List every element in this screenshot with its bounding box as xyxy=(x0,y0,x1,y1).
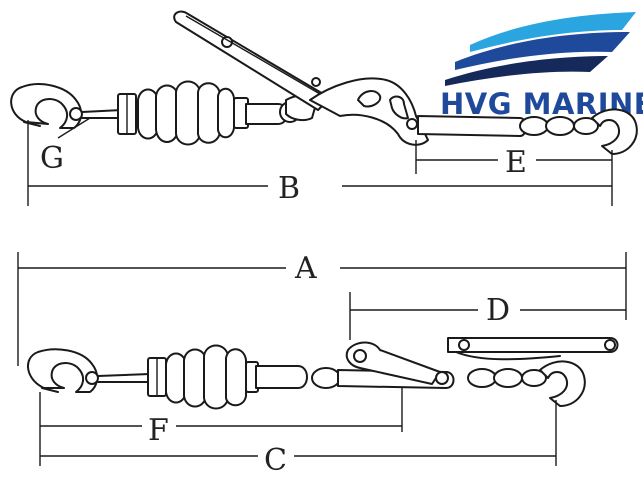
label-F: F xyxy=(148,413,169,448)
label-A: A xyxy=(294,251,317,286)
bottom-left-hook xyxy=(27,348,99,393)
top-binder-body xyxy=(309,77,429,146)
dimension-F: F xyxy=(39,388,403,466)
bottom-chain-links xyxy=(467,368,547,388)
ship-bow-logo-icon xyxy=(445,12,636,86)
dimension-A: A xyxy=(17,251,627,366)
top-binder-assembly xyxy=(10,10,638,155)
bottom-right-hook xyxy=(539,360,586,407)
bottom-binder-body xyxy=(345,341,449,385)
label-G: G xyxy=(40,141,64,176)
dimension-C: C xyxy=(40,400,557,478)
top-lever-handle xyxy=(173,10,331,111)
top-right-hook xyxy=(591,108,638,155)
label-C: C xyxy=(264,443,287,478)
dimension-G: G xyxy=(40,117,91,176)
dimension-B: B xyxy=(27,120,612,206)
top-left-hook xyxy=(10,83,83,129)
hvg-marine-logo: HVG MARINE xyxy=(440,12,643,121)
label-D: D xyxy=(486,293,510,328)
bottom-lever-handle xyxy=(447,337,619,361)
bottom-binder-assembly xyxy=(27,337,619,410)
bottom-spring xyxy=(165,344,247,410)
dimension-D: D xyxy=(349,292,626,340)
label-E: E xyxy=(505,145,527,180)
label-B: B xyxy=(278,171,300,206)
top-spring xyxy=(137,80,235,146)
top-chain-links xyxy=(519,116,599,136)
dimension-E: E xyxy=(415,140,613,206)
